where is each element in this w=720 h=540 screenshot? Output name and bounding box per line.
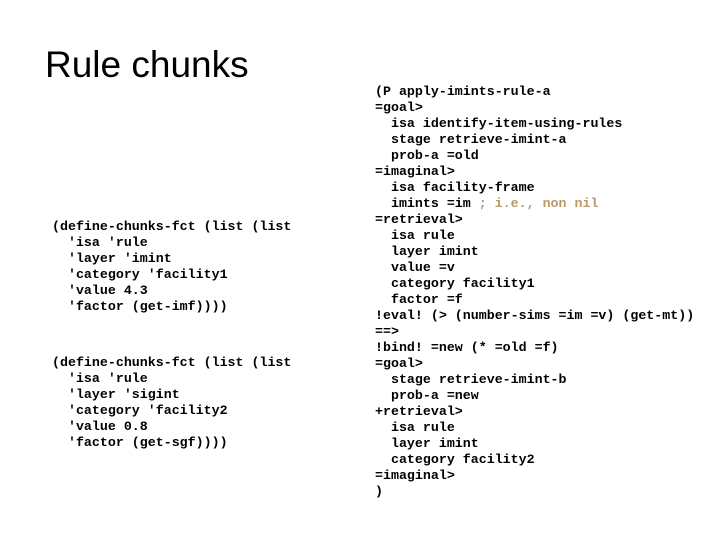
code-line: ) xyxy=(375,484,383,499)
code-line: 'value 4.3 xyxy=(52,283,148,298)
code-line: isa rule xyxy=(375,228,455,243)
code-line: (define-chunks-fct (list (list xyxy=(52,219,292,234)
code-line: (define-chunks-fct (list (list xyxy=(52,355,292,370)
code-line: =goal> xyxy=(375,356,423,371)
define-chunks-code-imint: (define-chunks-fct (list (list 'isa 'rul… xyxy=(52,219,291,315)
code-line: 'isa 'rule xyxy=(52,235,148,250)
code-line: 'layer 'sigint xyxy=(52,387,180,402)
code-line: 'category 'facility1 xyxy=(52,267,228,282)
define-chunks-code-sigint: (define-chunks-fct (list (list 'isa 'rul… xyxy=(52,355,291,451)
code-line: stage retrieve-imint-b xyxy=(375,372,567,387)
code-line: 'category 'facility2 xyxy=(52,403,228,418)
code-line: (P apply-imints-rule-a xyxy=(375,84,551,99)
code-text: imints =im xyxy=(375,196,479,211)
code-line: !bind! =new (* =old =f) xyxy=(375,340,559,355)
code-line: 'layer 'imint xyxy=(52,251,172,266)
code-comment: ; i.e., non nil xyxy=(478,196,599,211)
production-rule-code: (P apply-imints-rule-a=goal> isa identif… xyxy=(375,84,694,500)
code-line: prob-a =new xyxy=(375,388,479,403)
code-line: isa identify-item-using-rules xyxy=(375,116,623,131)
code-line: 'factor (get-imf)))) xyxy=(52,299,228,314)
code-line: category facility1 xyxy=(375,276,535,291)
code-line: =goal> xyxy=(375,100,423,115)
code-line: isa facility-frame xyxy=(375,180,535,195)
code-line: isa rule xyxy=(375,420,455,435)
code-line: =retrieval> xyxy=(375,212,463,227)
code-line: layer imint xyxy=(375,436,479,451)
code-line: ==> xyxy=(375,324,399,339)
code-line: layer imint xyxy=(375,244,479,259)
code-line: +retrieval> xyxy=(375,404,463,419)
code-line: 'value 0.8 xyxy=(52,419,148,434)
code-line: !eval! (> (number-sims =im =v) (get-mt)) xyxy=(375,308,695,323)
code-line: stage retrieve-imint-a xyxy=(375,132,567,147)
code-line: factor =f xyxy=(375,292,463,307)
code-line: category facility2 xyxy=(375,452,535,467)
code-line: value =v xyxy=(375,260,455,275)
code-line: 'isa 'rule xyxy=(52,371,148,386)
code-line: prob-a =old xyxy=(375,148,479,163)
code-line: =imaginal> xyxy=(375,468,455,483)
code-line-with-comment: imints =im ; i.e., non nil xyxy=(375,196,694,212)
code-line: =imaginal> xyxy=(375,164,455,179)
code-line: 'factor (get-sgf)))) xyxy=(52,435,228,450)
slide-title: Rule chunks xyxy=(45,44,249,85)
